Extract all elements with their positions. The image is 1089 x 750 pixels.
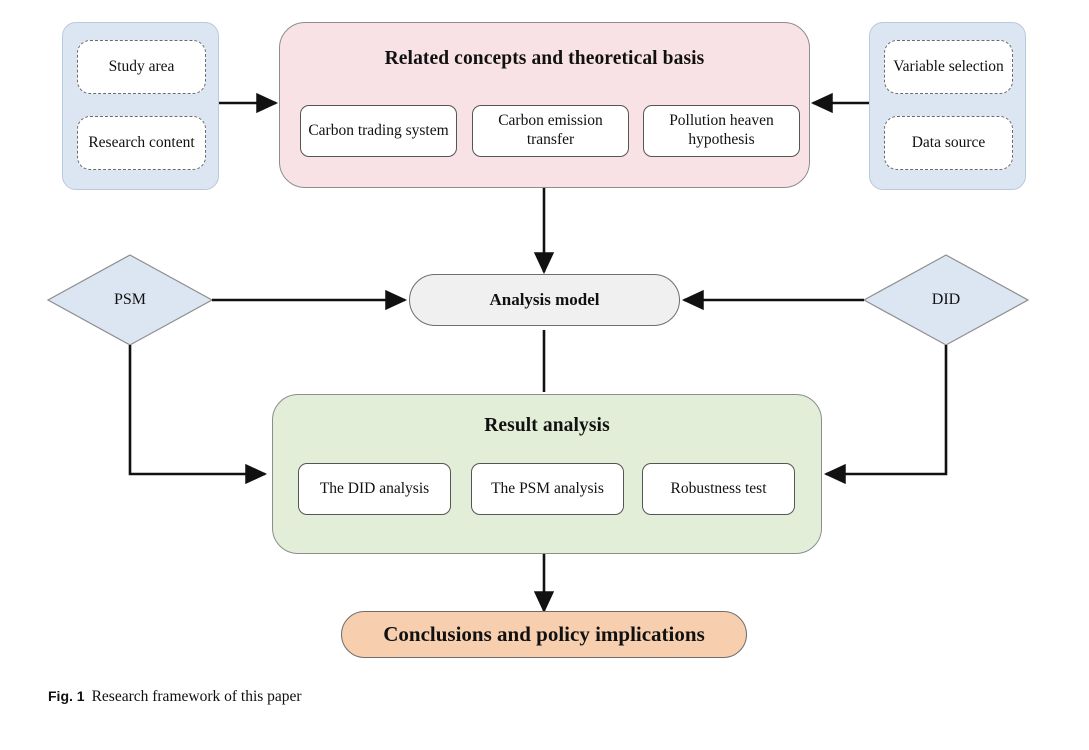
concepts-group-title: Related concepts and theoretical basis [384,48,705,69]
results-group-title: Result analysis [484,415,610,436]
results-group-box: Result analysis The DID analysis The PSM… [272,394,822,554]
dashed-box-data-source[interactable]: Data source [884,116,1013,170]
left-panel-item-0-label: Study area [108,58,175,76]
analysis-model-node[interactable]: Analysis model [409,274,680,326]
dashed-box-research-content[interactable]: Research content [77,116,206,170]
right-panel-item-1-label: Data source [911,134,986,152]
figure-caption-text: Research framework of this paper [91,688,302,705]
left-panel-item-1-label: Research content [88,134,195,152]
concept-item-0-label: Carbon trading system [308,121,449,139]
concept-item-2-label: Pollution heaven hypothesis [669,112,774,148]
arrow-did-to-results [823,345,948,485]
figure-caption: Fig. 1 Research framework of this paper [48,688,302,706]
concept-box-carbon-trading-system[interactable]: Carbon trading system [300,105,457,157]
result-box-did-analysis[interactable]: The DID analysis [298,463,451,515]
analysis-model-label: Analysis model [489,290,600,309]
right-inputs-panel: Variable selection Data source [869,22,1026,190]
result-item-0-label: The DID analysis [319,479,430,497]
concept-item-1-label: Carbon emission transfer [498,112,603,148]
dashed-box-study-area[interactable]: Study area [77,40,206,94]
psm-diamond[interactable] [46,254,214,346]
result-item-2-label: Robustness test [670,479,767,497]
arrow-psm-to-results [128,345,268,485]
conclusions-node[interactable]: Conclusions and policy implications [341,611,747,658]
did-diamond[interactable] [862,254,1030,346]
result-box-psm-analysis[interactable]: The PSM analysis [471,463,624,515]
dashed-box-variable-selection[interactable]: Variable selection [884,40,1013,94]
result-box-robustness-test[interactable]: Robustness test [642,463,795,515]
concepts-group-box: Related concepts and theoretical basis C… [279,22,810,188]
concept-box-pollution-heaven-hypothesis[interactable]: Pollution heaven hypothesis [643,105,800,157]
left-inputs-panel: Study area Research content [62,22,219,190]
conclusions-label: Conclusions and policy implications [383,622,705,646]
concept-box-carbon-emission-transfer[interactable]: Carbon emission transfer [472,105,629,157]
figure-number-label: Fig. 1 [48,688,85,704]
result-item-1-label: The PSM analysis [491,479,604,497]
right-panel-item-0-label: Variable selection [893,58,1004,76]
